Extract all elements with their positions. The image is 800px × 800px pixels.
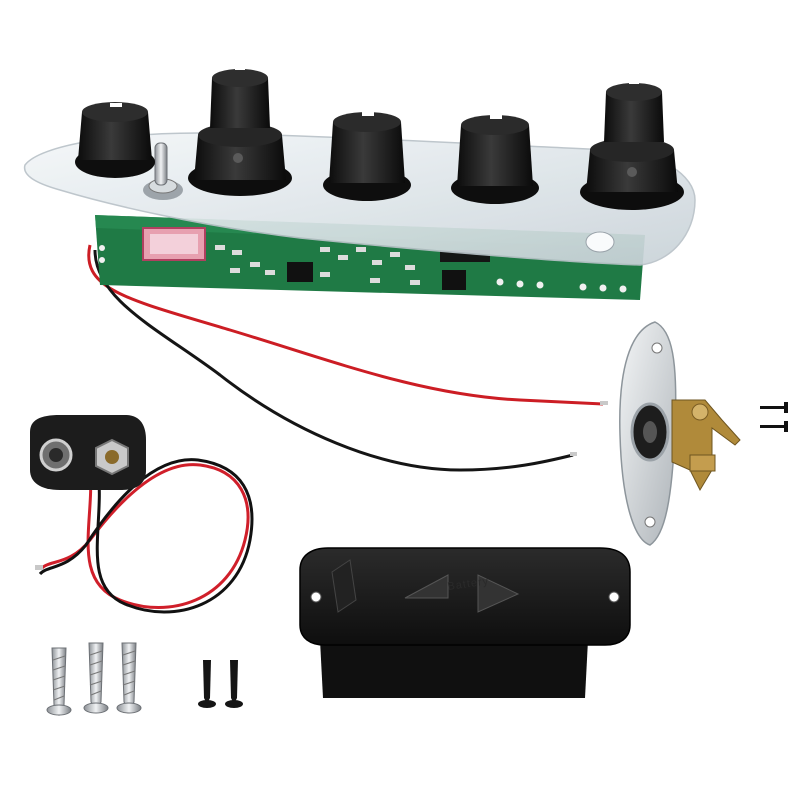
red-lead-wire	[87, 244, 604, 406]
jack-barrel	[671, 399, 741, 492]
battery-lid-arrow-right-icon	[477, 574, 520, 613]
tiny-black-screw-icon	[760, 421, 788, 432]
ic-chip	[287, 262, 313, 282]
pcb-lead-wires	[87, 244, 608, 472]
battery-snap-clip	[30, 415, 254, 614]
battery-clip-wire-black	[38, 458, 254, 614]
tiny-black-screws	[760, 402, 788, 432]
black-screw-icon	[198, 660, 216, 708]
silver-screw-icon	[46, 647, 72, 717]
silver-screws	[46, 642, 142, 717]
stacked-control-knob	[188, 66, 292, 196]
black-screw-icon	[225, 660, 243, 708]
toggle-switch	[143, 142, 183, 200]
stacked-control-knob	[580, 80, 684, 210]
tiny-black-screw-icon	[760, 402, 788, 413]
battery-lid-arrow-left-icon	[404, 574, 449, 599]
battery-box-latch	[331, 559, 357, 613]
control-knob	[451, 115, 539, 204]
black-screws	[198, 660, 243, 708]
control-knob	[323, 112, 411, 201]
black-lead-wire	[93, 249, 574, 472]
silver-screw-icon	[116, 642, 142, 714]
control-plate-assembly	[23, 66, 696, 300]
ic-chip	[442, 270, 466, 290]
battery-lid-label: Battery	[447, 575, 490, 593]
control-knob	[75, 102, 155, 178]
silver-screw-icon	[83, 642, 109, 714]
plate-screw-hole	[585, 231, 615, 253]
output-jack-assembly	[619, 321, 741, 546]
battery-box: Battery	[299, 547, 631, 698]
